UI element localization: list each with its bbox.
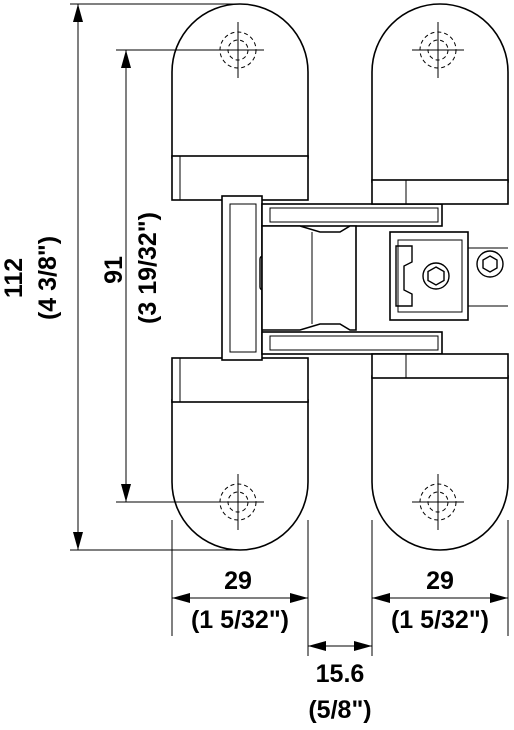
screw-hole-bottom-right — [412, 474, 464, 530]
screw-spacing-imperial: (3 19/32") — [134, 212, 162, 324]
dimension-overall-height: 112 (4 3/8") — [0, 3, 238, 551]
left-width-imperial: (1 5/32") — [191, 606, 289, 634]
right-hinge-leaf — [371, 3, 509, 551]
gap-imperial: (5/8") — [308, 696, 371, 724]
right-width-metric: 29 — [426, 567, 454, 595]
right-width-imperial: (1 5/32") — [391, 606, 489, 634]
gap-metric: 15.6 — [316, 660, 365, 688]
overall-height-imperial: (4 3/8") — [34, 236, 62, 320]
screw-spacing-metric: 91 — [100, 256, 128, 284]
left-width-metric: 29 — [224, 567, 252, 595]
hinge-arm — [261, 203, 443, 355]
screw-hole-top-right — [412, 22, 464, 78]
overall-height-metric: 112 — [0, 258, 28, 298]
dimension-screw-spacing: 91 (3 19/32") — [100, 49, 238, 503]
dimension-widths: 29 (1 5/32") 29 (1 5/32") 15.6 (5/8") — [171, 520, 509, 724]
